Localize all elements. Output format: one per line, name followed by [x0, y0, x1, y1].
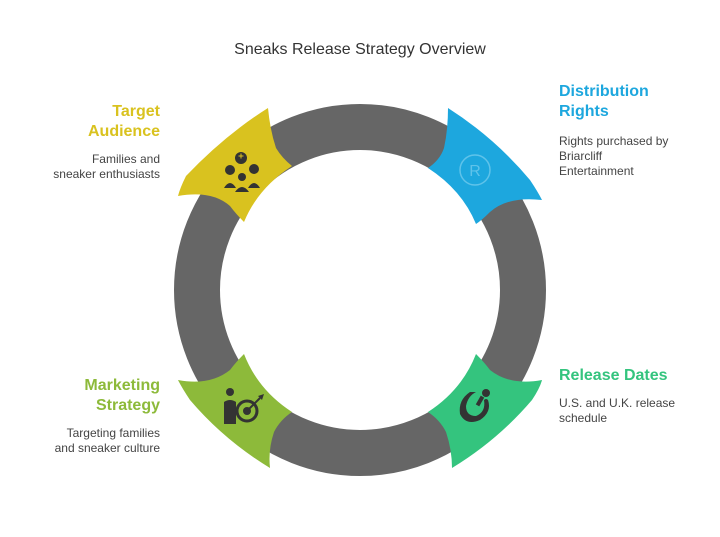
distribution-desc-line3: Entertainment: [559, 164, 634, 178]
marketing-desc-line1: Targeting families: [66, 426, 160, 440]
diagram-title: Sneaks Release Strategy Overview: [234, 41, 486, 58]
target-marketing-icon: [224, 388, 264, 424]
release-title: Release Dates: [559, 366, 709, 386]
target-desc-line2: sneaker enthusiasts: [53, 167, 160, 181]
marketing-segment: [178, 354, 292, 468]
target-title-line1: Target: [112, 103, 160, 120]
marketing-desc: Targeting families and sneaker culture: [20, 426, 160, 456]
release-desc-line2: schedule: [559, 411, 608, 425]
marketing-title-line2: Strategy: [95, 397, 160, 414]
registered-icon: R: [459, 154, 491, 186]
distribution-segment-shape: [428, 108, 542, 224]
release-desc: U.S. and U.K. release schedule: [559, 396, 709, 426]
marketing-title: Marketing Strategy: [40, 376, 160, 416]
marketing-title-line1: Marketing: [84, 377, 160, 394]
target-desc-line1: Families and: [91, 152, 160, 166]
marketing-desc-line2: and sneaker culture: [54, 441, 160, 455]
svg-text:R: R: [469, 163, 481, 180]
target-title: Target Audience: [40, 102, 160, 142]
distribution-title-line1: Distribution: [559, 83, 649, 100]
release-desc-line1: U.S. and U.K. release: [559, 396, 676, 410]
target-segment: [178, 108, 292, 222]
target-desc: Families and sneaker enthusiasts: [20, 152, 160, 182]
distribution-title-line2: Rights: [559, 103, 609, 120]
distribution-desc-line1: Rights purchased by: [559, 134, 669, 148]
distribution-title: Distribution Rights: [559, 82, 709, 122]
release-segment: [428, 354, 542, 468]
ring-track: [174, 104, 546, 476]
people-icon: [224, 152, 260, 192]
release-title-line1: Release Dates: [559, 367, 668, 384]
distribution-segment: R: [428, 108, 542, 224]
target-title-line2: Audience: [87, 123, 160, 140]
distribution-desc: Rights purchased by Briarcliff Entertain…: [559, 134, 709, 179]
release-icon: [459, 389, 490, 422]
target-segment-shape: [178, 108, 292, 222]
distribution-desc-line2: Briarcliff: [559, 149, 603, 163]
